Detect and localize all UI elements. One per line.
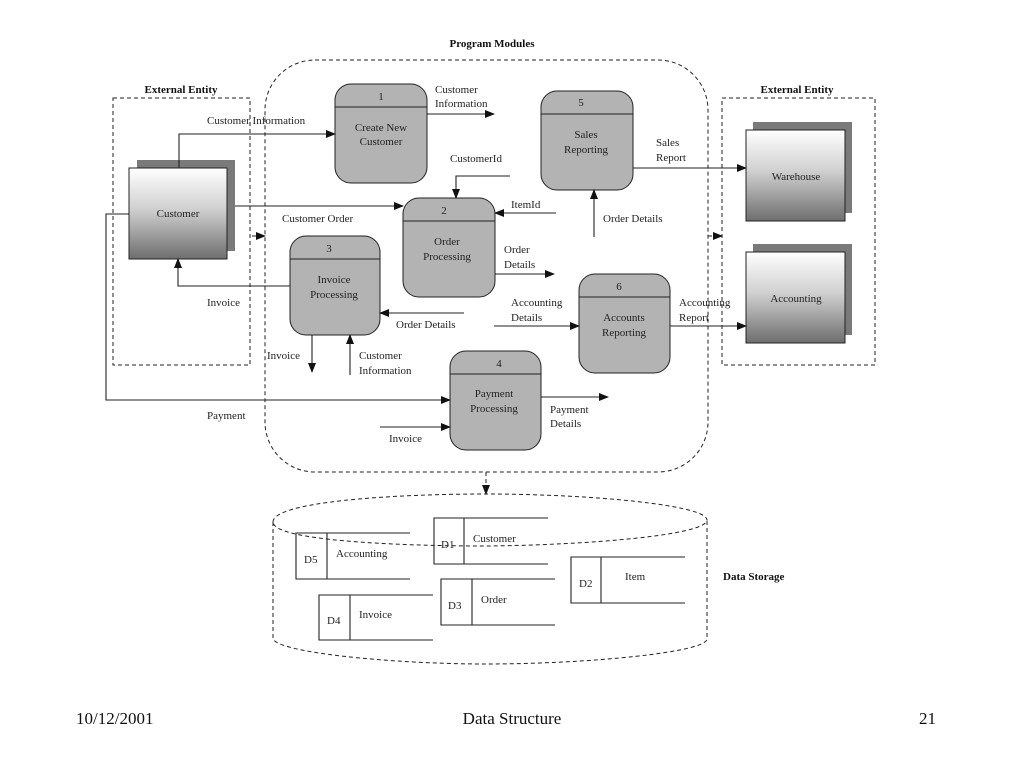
flow-accounting-details-to-6: Accounting Details	[494, 297, 580, 330]
data-storage-cylinder	[272, 493, 708, 665]
entity-warehouse[interactable]: Warehouse	[745, 122, 852, 222]
entity-accounting-label: Accounting	[770, 293, 822, 305]
flow-label: ItemId	[511, 199, 541, 211]
flow-customer-order-to-2: Customer Order	[235, 202, 404, 225]
process-1-label-line2: Customer	[360, 136, 403, 148]
footer-date: 10/12/2001	[76, 709, 153, 728]
flow-label: Invoice	[389, 433, 422, 445]
flow-label: Report	[679, 312, 709, 324]
flow-label: Invoice	[207, 297, 240, 309]
flow-customer-information-out-1: Customer Information	[427, 84, 495, 118]
flow-label: Accounting	[511, 297, 563, 309]
entity-customer-label: Customer	[157, 208, 200, 220]
process-6-label-line1: Accounts	[603, 312, 645, 324]
flow-customer-information-to-1: Customer Information	[178, 115, 336, 168]
external-entity-left-boundary	[112, 97, 251, 366]
flow-label: Report	[656, 152, 686, 164]
store-d2-item[interactable]: D2 Item	[570, 556, 685, 604]
process-2-label-line1: Order	[434, 236, 460, 248]
flow-label: Accounting	[679, 297, 731, 309]
flow-label: Details	[550, 418, 581, 430]
flow-label: Information	[435, 98, 488, 110]
flow-label: Invoice	[267, 350, 300, 362]
flow-accounting-report-to-accounting: Accounting Report	[670, 297, 747, 330]
process-4-number: 4	[496, 358, 502, 370]
data-storage-title: Data Storage	[723, 571, 785, 583]
process-5-label-line2: Reporting	[564, 144, 608, 156]
process-4-payment-processing[interactable]: 4 Payment Processing	[449, 350, 542, 451]
store-id: D3	[448, 600, 462, 612]
process-5-label-line1: Sales	[574, 129, 597, 141]
flow-label: Details	[504, 259, 535, 271]
program-modules-title: Program Modules	[449, 38, 535, 50]
footer-page-number: 21	[919, 709, 936, 728]
flow-order-details-to-5: Order Details	[590, 189, 663, 237]
flow-label: CustomerId	[450, 153, 502, 165]
process-4-label-line1: Payment	[475, 388, 514, 400]
flow-label: Sales	[656, 137, 679, 149]
store-name: Accounting	[336, 548, 388, 560]
process-1-number: 1	[378, 91, 384, 103]
process-6-label-line2: Reporting	[602, 327, 646, 339]
flow-payment-details-out-4: Payment Details	[541, 393, 609, 430]
flow-invoice-to-customer: Invoice	[174, 258, 290, 309]
process-6-accounts-reporting[interactable]: 6 Accounts Reporting	[578, 273, 671, 374]
flow-label: Information	[359, 365, 412, 377]
flow-label: Order	[504, 244, 530, 256]
store-id: D1	[441, 539, 454, 551]
process-2-label-line2: Processing	[423, 251, 471, 263]
process-3-label-line1: Invoice	[318, 274, 351, 286]
store-d4-invoice[interactable]: D4 Invoice	[318, 594, 433, 641]
store-id: D4	[327, 615, 341, 627]
flow-label: Customer Order	[282, 213, 354, 225]
entity-customer[interactable]: Customer	[128, 160, 235, 260]
store-d5-accounting[interactable]: D5 Accounting	[295, 532, 410, 580]
process-3-invoice-processing[interactable]: 3 Invoice Processing	[289, 235, 381, 336]
store-name: Invoice	[359, 609, 392, 621]
flow-label: Payment	[550, 404, 589, 416]
flow-order-details-to-3: Order Details	[379, 309, 464, 331]
store-d1-customer[interactable]: D1 Customer	[433, 517, 548, 565]
process-3-label-line2: Processing	[310, 289, 358, 301]
flow-sales-report-to-warehouse: Sales Report	[633, 137, 747, 172]
entity-accounting[interactable]: Accounting	[745, 244, 852, 344]
flow-label: Order Details	[603, 213, 663, 225]
process-1-create-new-customer[interactable]: 1 Create New Customer	[334, 83, 428, 184]
flow-customer-information-to-3: Customer Information	[346, 334, 412, 377]
process-2-order-processing[interactable]: 2 Order Processing	[402, 197, 496, 298]
process-4-label-line2: Processing	[470, 403, 518, 415]
process-3-number: 3	[326, 243, 332, 255]
store-name: Customer	[473, 533, 516, 545]
process-2-number: 2	[441, 205, 447, 217]
external-entity-left-title: External Entity	[144, 84, 218, 96]
flow-payment-to-4: Payment	[105, 213, 451, 422]
store-id: D5	[304, 554, 318, 566]
store-id: D2	[579, 578, 592, 590]
process-1-label-line1: Create New	[355, 122, 407, 134]
entity-warehouse-label: Warehouse	[772, 171, 821, 183]
flow-customer-id-to-2: CustomerId	[450, 153, 510, 199]
process-5-sales-reporting[interactable]: 5 Sales Reporting	[540, 90, 634, 191]
flow-label: Payment	[207, 410, 246, 422]
flow-label: Details	[511, 312, 542, 324]
external-entity-right-title: External Entity	[760, 84, 834, 96]
flow-invoice-out-3: Invoice	[267, 335, 316, 373]
flow-item-id-to-2: ItemId	[494, 199, 556, 217]
process-6-number: 6	[616, 281, 622, 293]
process-5-number: 5	[578, 97, 584, 109]
store-d3-order[interactable]: D3 Order	[440, 578, 555, 626]
flow-label: Customer	[359, 350, 402, 362]
flow-label: Order Details	[396, 319, 456, 331]
store-name: Order	[481, 594, 507, 606]
flow-label: Customer Information	[207, 115, 306, 127]
flow-label: Customer	[435, 84, 478, 96]
flow-order-details-out-2: Order Details	[495, 244, 555, 278]
store-name: Item	[625, 571, 646, 583]
footer-title: Data Structure	[463, 709, 562, 728]
flow-invoice-to-4: Invoice	[380, 423, 451, 445]
